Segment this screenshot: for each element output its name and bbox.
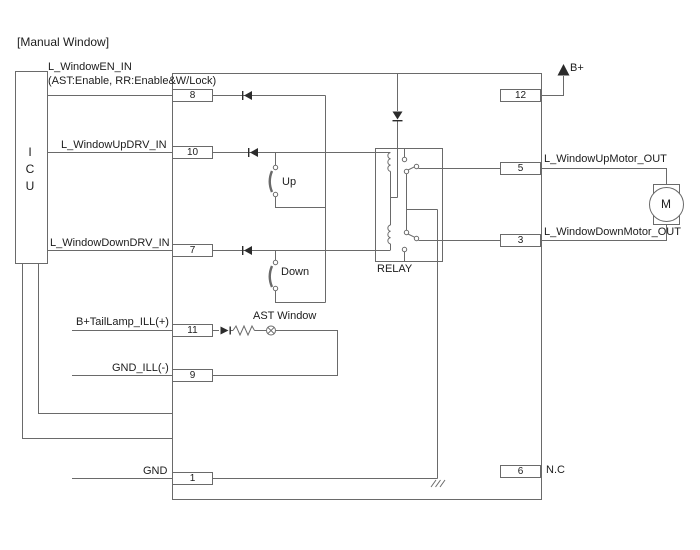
label-down-switch: Down (281, 266, 310, 278)
label-relay: RELAY (377, 263, 413, 275)
enable-branch-wires (213, 95, 326, 303)
pin-box-10: 10 (172, 146, 213, 159)
pin-box-1: 1 (172, 472, 213, 485)
right-side-wires (541, 76, 667, 241)
relay-box (375, 148, 443, 262)
main-unit-box (172, 73, 542, 500)
label-window-up-motor-out: L_WindowUpMotor_OUT (544, 153, 667, 165)
up-switch-icon (268, 164, 279, 198)
icu-label-u: U (25, 179, 35, 193)
label-gnd: GND (143, 465, 168, 477)
diode-icon-pin10 (248, 148, 258, 157)
pin-box-5: 5 (500, 162, 541, 175)
pin-box-6: 6 (500, 465, 541, 478)
up-branch-wires (213, 152, 390, 208)
label-window-en-in: L_WindowEN_IN (48, 61, 132, 73)
icu-box (15, 71, 48, 264)
diode-icon-pin11 (220, 326, 231, 335)
label-ast-window: AST Window (253, 310, 317, 322)
ground-icon (430, 479, 446, 488)
label-window-down-motor-out: L_WindowDownMotor_OUT (544, 226, 681, 238)
icu-label-c: C (25, 162, 35, 176)
page-title: [Manual Window] (17, 35, 110, 49)
label-nc: N.C (546, 464, 565, 476)
relay-output-wires (418, 168, 500, 241)
b-plus-arrow-icon (557, 64, 570, 76)
label-gnd-ill: GND_ILL(-) (112, 362, 169, 374)
diode-icon-pin8 (242, 91, 252, 100)
label-window-down-drv-in: L_WindowDownDRV_IN (50, 237, 170, 249)
icu-label-i: I (28, 145, 32, 159)
pin-box-3: 3 (500, 234, 541, 247)
relay-feed-wires (390, 73, 398, 198)
diode-icon-pin7 (242, 246, 252, 255)
lamp-icon (266, 325, 276, 336)
left-input-wires (22, 95, 172, 479)
relay-coil-icons (387, 152, 391, 251)
label-window-up-drv-in: L_WindowUpDRV_IN (61, 139, 167, 151)
pin-box-7: 7 (172, 244, 213, 257)
pin-box-11: 11 (172, 324, 213, 337)
relay-contact-icons (401, 148, 438, 479)
label-window-en-sublabel: (AST:Enable, RR:Enable&W/Lock) (48, 75, 217, 87)
down-switch-icon (268, 259, 279, 292)
motor-icon (649, 184, 684, 225)
label-b-plus: B+ (570, 62, 584, 74)
resistor-icon (232, 324, 255, 337)
illumination-wires (213, 330, 338, 376)
pin-box-9: 9 (172, 369, 213, 382)
diode-icon-relay (392, 111, 403, 122)
pin-box-8: 8 (172, 89, 213, 102)
label-up-switch: Up (282, 176, 297, 188)
label-motor-m: M (661, 197, 671, 211)
pin-box-12: 12 (500, 89, 541, 102)
label-taillamp-ill: B+TailLamp_ILL(+) (76, 316, 169, 328)
